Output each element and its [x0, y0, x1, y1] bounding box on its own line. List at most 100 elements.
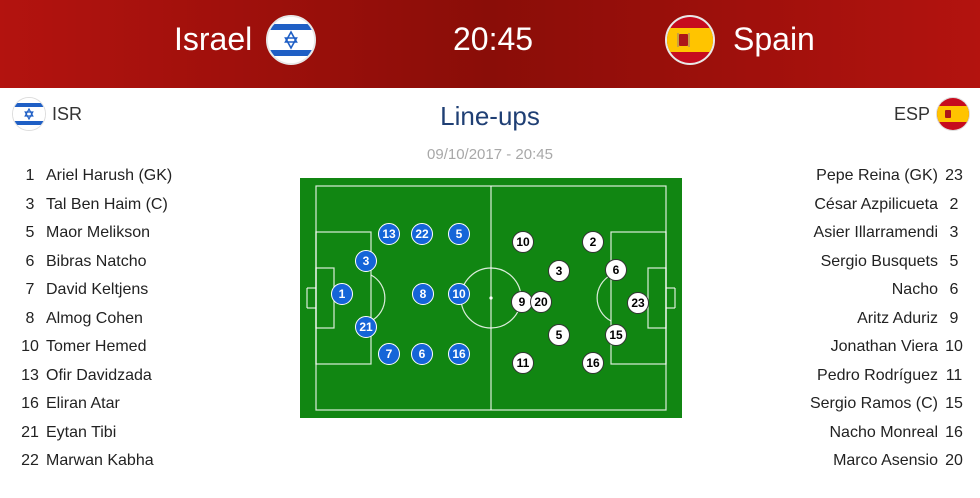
player-name: Nacho Monreal: [829, 423, 939, 441]
list-item: Marco Asensio 20: [684, 447, 964, 476]
player-number: 5: [25, 224, 35, 241]
home-player-marker[interactable]: 16: [448, 343, 470, 365]
player-number: 6: [25, 252, 35, 270]
list-item: 21 Eytan Tibi: [18, 419, 298, 448]
home-player-marker[interactable]: 1: [331, 283, 353, 305]
away-player-marker[interactable]: 16: [582, 352, 604, 374]
home-player-marker[interactable]: 3: [355, 250, 377, 272]
list-item: Nacho Monreal 16: [684, 419, 964, 448]
player-number: 16: [945, 423, 963, 441]
match-date: 09/10/2017 - 20:45: [427, 146, 553, 163]
away-player-marker[interactable]: 20: [530, 291, 552, 313]
player-number: 9: [949, 309, 959, 327]
player-name: Marco Asensio: [833, 452, 938, 469]
away-player-marker[interactable]: 6: [605, 259, 627, 281]
list-item: César Azpilicueta 2: [684, 191, 964, 220]
player-name: Jonathan Viera: [830, 338, 938, 355]
list-item: Aritz Aduriz 9: [684, 305, 964, 334]
player-name: César Azpilicueta: [814, 195, 938, 213]
home-player-marker[interactable]: 6: [411, 343, 433, 365]
match-header: Israel 20:45 Spain: [0, 0, 980, 88]
player-number: 10: [21, 338, 39, 355]
pitch-lines: [306, 185, 676, 411]
home-player-marker[interactable]: 8: [412, 283, 434, 305]
away-team-code: ESP: [893, 104, 930, 124]
player-number: 13: [21, 366, 39, 384]
away-team-name: Spain: [733, 21, 815, 57]
player-number: 15: [945, 395, 963, 412]
spain-flag-icon: [936, 97, 970, 131]
player-number: 21: [21, 423, 39, 441]
player-name: Ofir Davidzada: [46, 366, 152, 384]
player-name: Aritz Aduriz: [857, 309, 938, 327]
player-number: 3: [949, 224, 959, 241]
spain-flag-icon: [665, 15, 715, 65]
player-name: Marwan Kabha: [46, 452, 154, 469]
away-player-marker[interactable]: 10: [512, 231, 534, 253]
player-number: 16: [21, 395, 39, 412]
list-item: 7 David Keltjens: [18, 276, 298, 305]
home-player-marker[interactable]: 21: [355, 316, 377, 338]
list-item: Jonathan Viera 10: [684, 333, 964, 362]
away-player-marker[interactable]: 2: [582, 231, 604, 253]
player-number: 10: [945, 338, 963, 355]
home-player-marker[interactable]: 10: [448, 283, 470, 305]
player-number: 6: [949, 281, 959, 298]
home-player-marker[interactable]: 13: [378, 223, 400, 245]
player-name: Almog Cohen: [46, 309, 143, 327]
list-item: 6 Bibras Natcho: [18, 248, 298, 277]
player-number: 7: [25, 281, 35, 298]
player-name: Asier Illarramendi: [813, 224, 938, 241]
player-number: 2: [949, 195, 959, 213]
list-item: Sergio Ramos (C) 15: [684, 390, 964, 419]
player-name: Pepe Reina (GK): [816, 167, 938, 184]
list-item: 3 Tal Ben Haim (C): [18, 191, 298, 220]
israel-flag-icon: [12, 97, 46, 131]
player-number: 23: [945, 167, 963, 184]
player-number: 5: [949, 252, 959, 270]
home-player-marker[interactable]: 22: [411, 223, 433, 245]
player-name: Pedro Rodríguez: [817, 366, 938, 384]
player-name: Nacho: [891, 281, 938, 298]
football-pitch: 1 3 21 13 22 5 8 10 7 6 16 23 6 15 2 16 …: [300, 178, 682, 418]
list-item: Nacho 6: [684, 276, 964, 305]
away-player-marker[interactable]: 5: [548, 324, 570, 346]
player-number: 11: [945, 366, 963, 384]
list-item: 1 Ariel Harush (GK): [18, 162, 298, 191]
list-item: 8 Almog Cohen: [18, 305, 298, 334]
player-number: 20: [945, 452, 963, 469]
player-name: Eytan Tibi: [46, 423, 117, 441]
player-name: Eliran Atar: [46, 395, 120, 412]
away-player-marker[interactable]: 15: [605, 324, 627, 346]
player-name: Tal Ben Haim (C): [46, 195, 168, 213]
list-item: Sergio Busquets 5: [684, 248, 964, 277]
player-number: 8: [25, 309, 35, 327]
player-name: Ariel Harush (GK): [46, 167, 173, 184]
kickoff-time: 20:45: [453, 21, 534, 57]
home-team-name: Israel: [174, 21, 253, 57]
home-player-marker[interactable]: 5: [448, 223, 470, 245]
israel-flag-icon: [266, 15, 316, 65]
home-player-marker[interactable]: 7: [378, 343, 400, 365]
list-item: Pepe Reina (GK) 23: [684, 162, 964, 191]
away-player-marker[interactable]: 11: [512, 352, 534, 374]
list-item: Asier Illarramendi 3: [684, 219, 964, 248]
list-item: 22 Marwan Kabha: [18, 447, 298, 476]
list-item: 5 Maor Melikson: [18, 219, 298, 248]
player-number: 1: [25, 167, 35, 184]
away-lineup-list: Pepe Reina (GK) 23 César Azpilicueta 2 Asi…: [684, 162, 964, 476]
page-title: Line-ups: [440, 101, 540, 131]
away-player-marker[interactable]: 23: [627, 292, 649, 314]
list-item: 10 Tomer Hemed: [18, 333, 298, 362]
player-name: Sergio Ramos (C): [809, 395, 938, 412]
player-name: Tomer Hemed: [46, 338, 147, 355]
player-number: 3: [25, 195, 35, 213]
away-player-marker[interactable]: 3: [548, 260, 570, 282]
player-name: Sergio Busquets: [820, 252, 938, 270]
player-number: 22: [21, 452, 39, 469]
player-name: David Keltjens: [46, 281, 149, 298]
list-item: 16 Eliran Atar: [18, 390, 298, 419]
player-name: Bibras Natcho: [46, 252, 147, 270]
player-name: Maor Melikson: [46, 224, 151, 241]
